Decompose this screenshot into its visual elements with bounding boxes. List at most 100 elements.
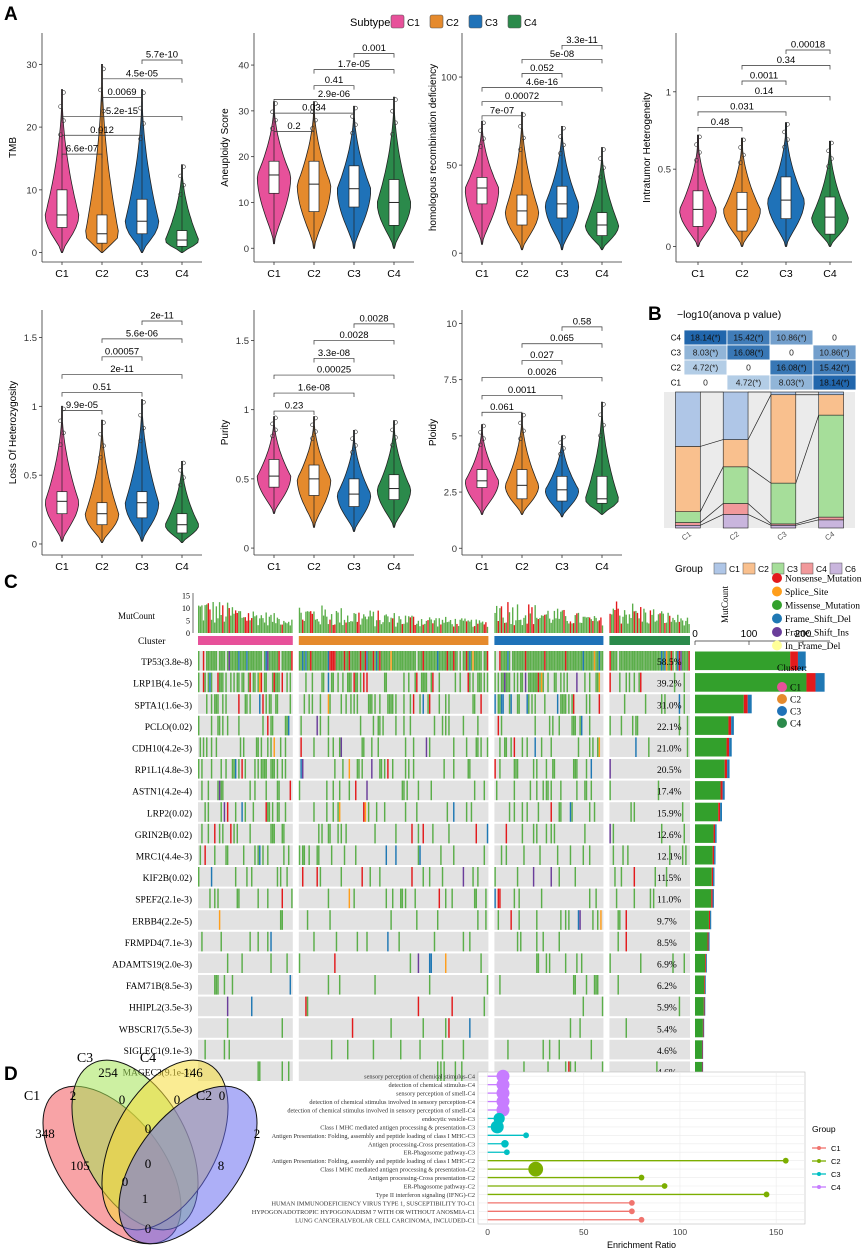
mutation-cell bbox=[395, 845, 397, 865]
mutation-cell bbox=[249, 931, 251, 952]
pvalue-label: 0.0069 bbox=[107, 87, 136, 98]
mutcount-bar bbox=[350, 621, 352, 633]
mutation-cell bbox=[544, 694, 546, 714]
mutation-cell bbox=[327, 975, 330, 995]
mutation-cell bbox=[574, 975, 577, 995]
matrix-background bbox=[198, 845, 293, 865]
mutation-cell bbox=[531, 694, 533, 714]
mutation-cell bbox=[516, 931, 519, 952]
pvalue-bracket bbox=[61, 374, 183, 379]
mutcount-bar bbox=[363, 614, 365, 633]
stack-segment-C6 bbox=[770, 524, 797, 529]
cluster-bar-C4 bbox=[609, 636, 690, 645]
venn-region-count: 0 bbox=[119, 1092, 126, 1107]
mutation-cell bbox=[529, 651, 532, 671]
mutation-cell bbox=[223, 651, 226, 671]
outlier-point bbox=[694, 142, 699, 147]
mutation-cell bbox=[636, 715, 639, 736]
mutation-cell bbox=[428, 737, 431, 757]
outlier-point bbox=[350, 114, 355, 119]
mutcount-bar bbox=[217, 618, 219, 633]
mutation-cell bbox=[587, 651, 589, 671]
mutation-cell bbox=[318, 845, 320, 865]
side-bar-frameshift bbox=[727, 759, 730, 779]
mutcount-bar bbox=[268, 616, 271, 633]
mutation-cell bbox=[321, 651, 323, 671]
mutation-cell bbox=[215, 651, 218, 671]
matrix-background bbox=[298, 737, 489, 757]
mutcount-bar bbox=[571, 623, 573, 633]
matrix-background bbox=[198, 910, 293, 930]
mutation-cell bbox=[281, 910, 283, 930]
mutation-cell bbox=[451, 651, 453, 671]
term-label: Antigen processing-Cross presentation-C3 bbox=[368, 1141, 475, 1148]
mutation-cell bbox=[560, 780, 562, 801]
mutation-cell bbox=[206, 694, 208, 714]
side-bar-frameshift bbox=[705, 975, 706, 995]
mutcount-bar bbox=[300, 612, 302, 633]
mutation-cell bbox=[217, 780, 219, 801]
mutation-cell bbox=[590, 780, 593, 801]
pvalue-label: 0.012 bbox=[90, 125, 114, 136]
mutation-cell bbox=[584, 651, 586, 671]
mutation-cell bbox=[271, 823, 274, 844]
mutation-cell bbox=[383, 759, 386, 779]
gene-label: ASTN1(4.2e-4) bbox=[132, 787, 192, 798]
mutation-cell bbox=[508, 802, 511, 822]
mutation-cell bbox=[609, 780, 611, 801]
outlier-point bbox=[141, 400, 146, 405]
side-bar-missense bbox=[695, 1040, 702, 1059]
connector-line bbox=[700, 503, 724, 523]
y-axis-title: Purity bbox=[220, 420, 231, 446]
mutcount-bar bbox=[644, 612, 647, 633]
y-tick-label: 40 bbox=[238, 61, 249, 72]
mutation-cell bbox=[231, 759, 234, 779]
mutcount-bar bbox=[291, 619, 293, 633]
mutcount-bar bbox=[584, 616, 586, 633]
matrix-background bbox=[494, 910, 604, 930]
mutation-cell bbox=[558, 1039, 560, 1060]
mutation-cell bbox=[579, 1018, 581, 1038]
mutcount-bar bbox=[388, 622, 391, 633]
mutation-cell bbox=[480, 651, 482, 671]
mutation-cell bbox=[326, 780, 328, 801]
mutcount-bar bbox=[564, 616, 567, 633]
x-tick-label: C4 bbox=[823, 268, 837, 280]
mutcount-bar bbox=[465, 621, 468, 633]
mutcount-bar bbox=[241, 617, 243, 633]
mutation-cell bbox=[571, 651, 573, 671]
connector-line bbox=[747, 466, 772, 484]
mutation-cell bbox=[518, 694, 520, 714]
mutation-cell bbox=[617, 910, 619, 930]
mutation-cell bbox=[644, 651, 647, 671]
side-axis-tick-label: 200 bbox=[795, 629, 812, 640]
mutation-cell bbox=[420, 672, 423, 693]
box-C4 bbox=[596, 475, 608, 504]
mutation-cell bbox=[633, 651, 636, 671]
mutation-cell bbox=[526, 651, 528, 671]
y-axis-title: Aneuploidy Score bbox=[220, 108, 231, 187]
mutcount-bar bbox=[214, 622, 216, 633]
mutation-cell bbox=[238, 672, 240, 693]
mutation-cell bbox=[665, 651, 668, 671]
stack-segment-C4 bbox=[818, 516, 844, 521]
mutation-cell bbox=[619, 672, 621, 693]
x-tick-label: C3 bbox=[135, 268, 149, 280]
outlier-point bbox=[741, 152, 746, 158]
matrix-background bbox=[494, 672, 604, 693]
mutation-cell bbox=[416, 802, 418, 822]
outlier-point bbox=[478, 442, 483, 448]
mutcount-bar bbox=[225, 616, 227, 633]
mutation-cell bbox=[287, 715, 290, 736]
box-C3 bbox=[136, 198, 148, 235]
pvalue-bracket bbox=[61, 134, 143, 140]
pvalue-label: 0.14 bbox=[755, 86, 774, 97]
mutation-cell bbox=[220, 672, 222, 693]
mutation-cell bbox=[462, 651, 465, 671]
mutcount-bar bbox=[230, 615, 232, 633]
y-tick-label: 0 bbox=[452, 544, 457, 555]
mutation-cell bbox=[222, 672, 224, 693]
gene-percent: 58.5% bbox=[657, 658, 682, 668]
